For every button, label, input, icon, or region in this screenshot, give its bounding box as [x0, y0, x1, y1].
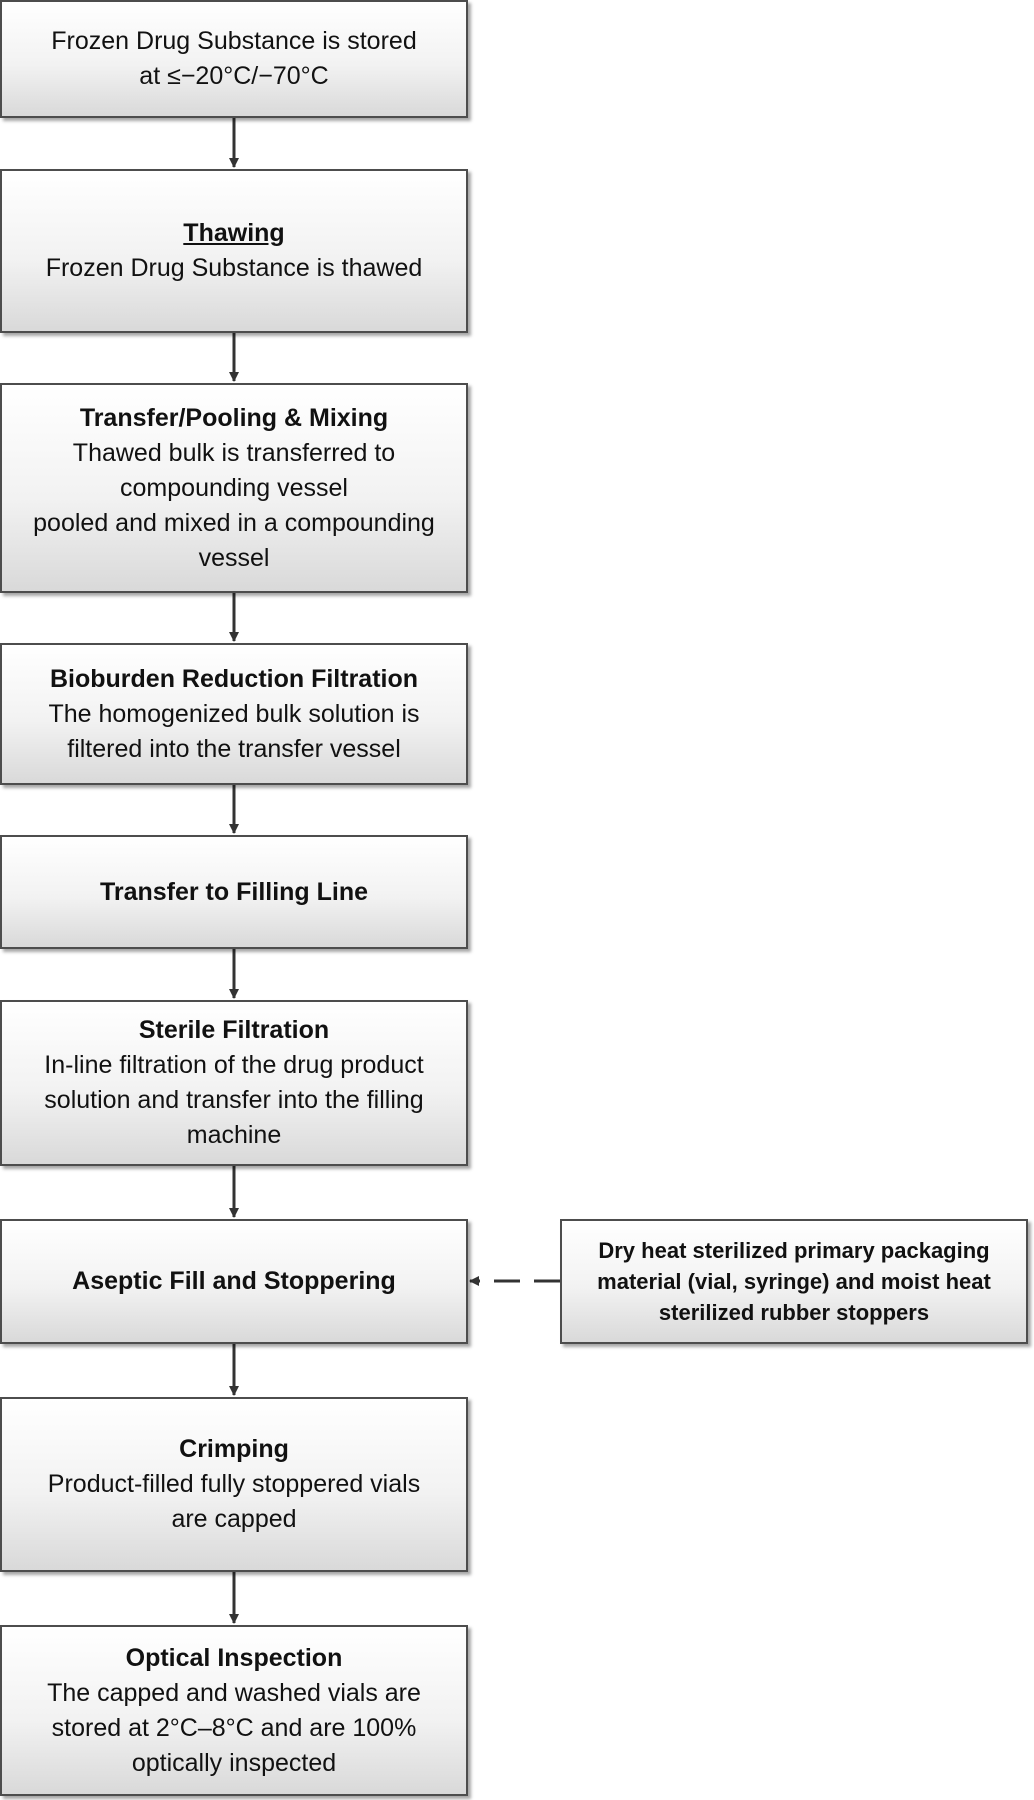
inspection-line-2: stored at 2°C–8°C and are 100% [51, 1713, 417, 1742]
thawing-line-1: Frozen Drug Substance is thawed [45, 254, 423, 282]
sterile-line-3: machine [186, 1121, 282, 1149]
packaging-line-1: Dry heat sterilized primary packaging [598, 1238, 990, 1263]
pooling-line-4: vessel [198, 543, 270, 572]
sterile-title: Sterile Filtration [138, 1016, 330, 1044]
thawing-title: Thawing [183, 219, 285, 247]
pooling-title: Transfer/Pooling & Mixing [79, 403, 389, 432]
node-transfer-pooling-mixing: Transfer/Pooling & Mixing Thawed bulk is… [0, 383, 468, 593]
sterile-line-2: solution and transfer into the filling [44, 1086, 424, 1114]
aseptic-title: Aseptic Fill and Stoppering [72, 1267, 396, 1295]
transfer-filling-title: Transfer to Filling Line [99, 877, 369, 906]
crimping-title: Crimping [179, 1435, 289, 1463]
inspection-line-1: The capped and washed vials are [47, 1678, 421, 1707]
inspection-title: Optical Inspection [125, 1643, 343, 1672]
inspection-line-3: optically inspected [131, 1748, 337, 1777]
pooling-line-1: Thawed bulk is transferred to [72, 438, 396, 467]
pooling-line-2: compounding vessel [120, 473, 348, 502]
node-thawing: Thawing Frozen Drug Substance is thawed [0, 169, 468, 333]
packaging-line-2: material (vial, syringe) and moist heat [597, 1269, 991, 1294]
bioburden-line-1: The homogenized bulk solution is [48, 699, 420, 728]
node-crimping: Crimping Product-filled fully stoppered … [0, 1397, 468, 1572]
sterile-line-1: In-line filtration of the drug product [44, 1051, 424, 1079]
node-primary-packaging-material: Dry heat sterilized primary packaging ma… [560, 1219, 1028, 1344]
node-aseptic-fill-stoppering: Aseptic Fill and Stoppering [0, 1219, 468, 1344]
storage-line-2: at ≤−20°C/−70°C [139, 62, 329, 90]
node-sterile-filtration: Sterile Filtration In-line filtration of… [0, 1000, 468, 1166]
crimping-line-1: Product-filled fully stoppered vials [47, 1470, 421, 1498]
node-bioburden-reduction-filtration: Bioburden Reduction Filtration The homog… [0, 643, 468, 785]
packaging-line-3: sterilized rubber stoppers [658, 1300, 930, 1325]
crimping-line-2: are capped [171, 1505, 297, 1533]
bioburden-line-2: filtered into the transfer vessel [67, 734, 401, 763]
bioburden-title: Bioburden Reduction Filtration [49, 664, 419, 693]
node-drug-substance-storage: Frozen Drug Substance is stored at ≤−20°… [0, 0, 468, 118]
node-transfer-to-filling-line: Transfer to Filling Line [0, 835, 468, 949]
node-optical-inspection: Optical Inspection The capped and washed… [0, 1625, 468, 1796]
pooling-line-3: pooled and mixed in a compounding [33, 508, 435, 537]
storage-line-1: Frozen Drug Substance is stored [51, 27, 417, 55]
